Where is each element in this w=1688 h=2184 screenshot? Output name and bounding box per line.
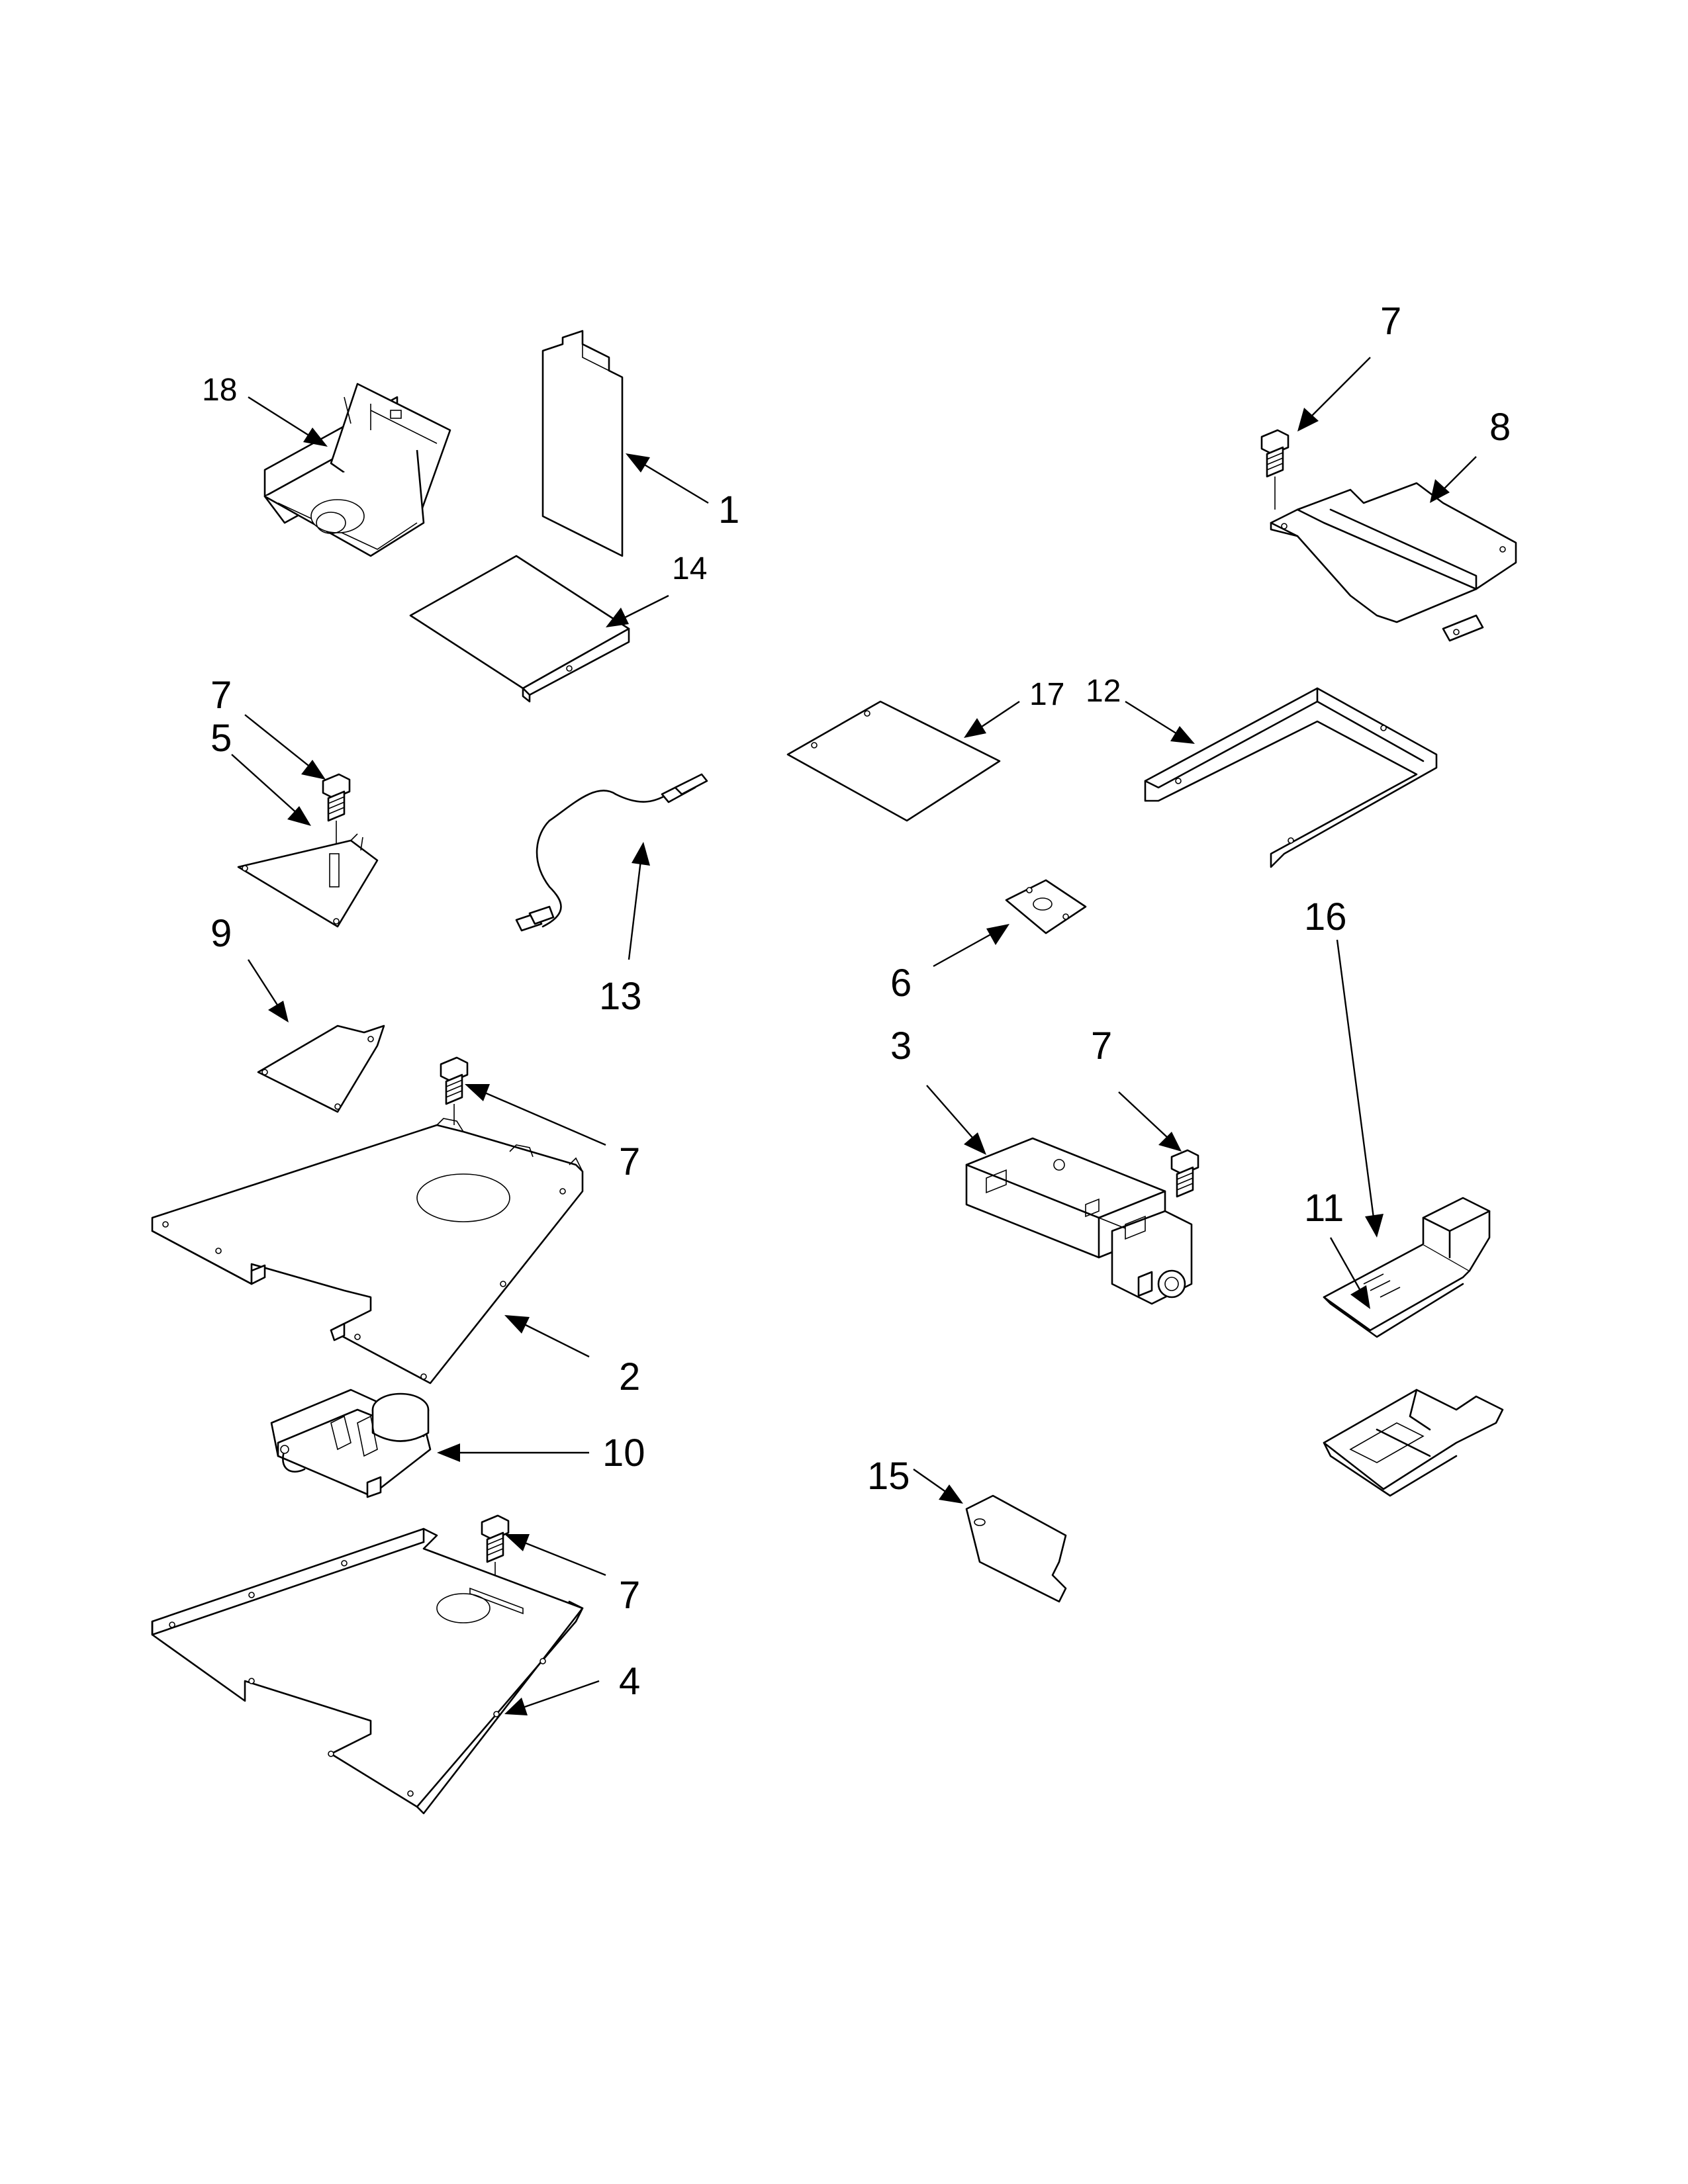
leader-2 — [504, 1315, 590, 1358]
leader-7e — [1118, 1091, 1182, 1152]
part-11-bracket — [1323, 1388, 1504, 1497]
leader-11 — [1329, 1237, 1370, 1309]
part-7-screw-e — [1170, 1149, 1199, 1198]
part-10-valve — [270, 1388, 432, 1498]
leader-18 — [248, 396, 328, 447]
callout-2: 2 — [619, 1355, 640, 1398]
callout-7-lower-left: 7 — [619, 1574, 640, 1617]
callout-15: 15 — [867, 1455, 910, 1498]
callout-7-top-left: 7 — [211, 674, 232, 717]
part-15-plate — [965, 1494, 1067, 1603]
part-5-bracket — [237, 833, 379, 928]
part-2-plate — [151, 1118, 584, 1385]
leader-4 — [504, 1680, 600, 1715]
callout-14: 14 — [672, 551, 707, 586]
part-8-bracket — [1270, 482, 1517, 642]
callout-17: 17 — [1029, 677, 1064, 712]
callout-13: 13 — [599, 975, 642, 1018]
leader-8 — [1430, 456, 1477, 503]
callout-7-top-right: 7 — [1380, 300, 1401, 343]
callout-18: 18 — [202, 373, 237, 408]
part-16-tray — [1323, 1197, 1491, 1338]
part-12-frame — [1144, 687, 1438, 868]
leader-1 — [626, 453, 709, 504]
callout-1: 1 — [718, 488, 739, 531]
callout-7-middle-left: 7 — [619, 1140, 640, 1183]
part-17-panel — [786, 700, 1001, 822]
part-3-valve — [965, 1137, 1193, 1305]
part-1-panel — [541, 330, 624, 557]
leader-13 — [628, 842, 650, 960]
callout-10: 10 — [602, 1432, 645, 1475]
leader-7b — [465, 1084, 606, 1146]
callout-6: 6 — [890, 962, 912, 1005]
part-14-shelf — [409, 555, 630, 703]
leader-16 — [1336, 939, 1383, 1238]
callout-5: 5 — [211, 717, 232, 760]
part-4-plate — [151, 1527, 584, 1815]
leader-10 — [437, 1443, 589, 1462]
part-9-plate — [257, 1024, 385, 1113]
part-7-screw-a — [322, 773, 351, 847]
leader-5 — [231, 754, 311, 826]
part-18-housing — [263, 383, 451, 557]
leader-17 — [964, 701, 1020, 738]
leader-7a — [244, 714, 326, 780]
leader-6 — [933, 924, 1009, 968]
leader-7c — [504, 1534, 606, 1576]
part-7-screw-b — [440, 1056, 469, 1125]
callout-12: 12 — [1086, 674, 1121, 709]
leader-3 — [926, 1085, 986, 1155]
callout-3: 3 — [890, 1024, 912, 1068]
callout-11: 11 — [1304, 1187, 1344, 1230]
leader-14 — [606, 594, 669, 627]
part-7-screw-d — [1260, 429, 1289, 510]
callout-8: 8 — [1489, 406, 1511, 449]
callout-9: 9 — [211, 912, 232, 955]
part-6-plate — [1005, 879, 1087, 934]
callout-4: 4 — [619, 1660, 640, 1703]
callout-7-right-middle: 7 — [1091, 1024, 1112, 1068]
part-13-wire — [515, 773, 708, 932]
leader-12 — [1125, 700, 1195, 744]
leader-15 — [913, 1469, 963, 1504]
callout-16: 16 — [1304, 895, 1347, 938]
leader-7d — [1297, 357, 1371, 432]
leader-9 — [247, 959, 289, 1023]
